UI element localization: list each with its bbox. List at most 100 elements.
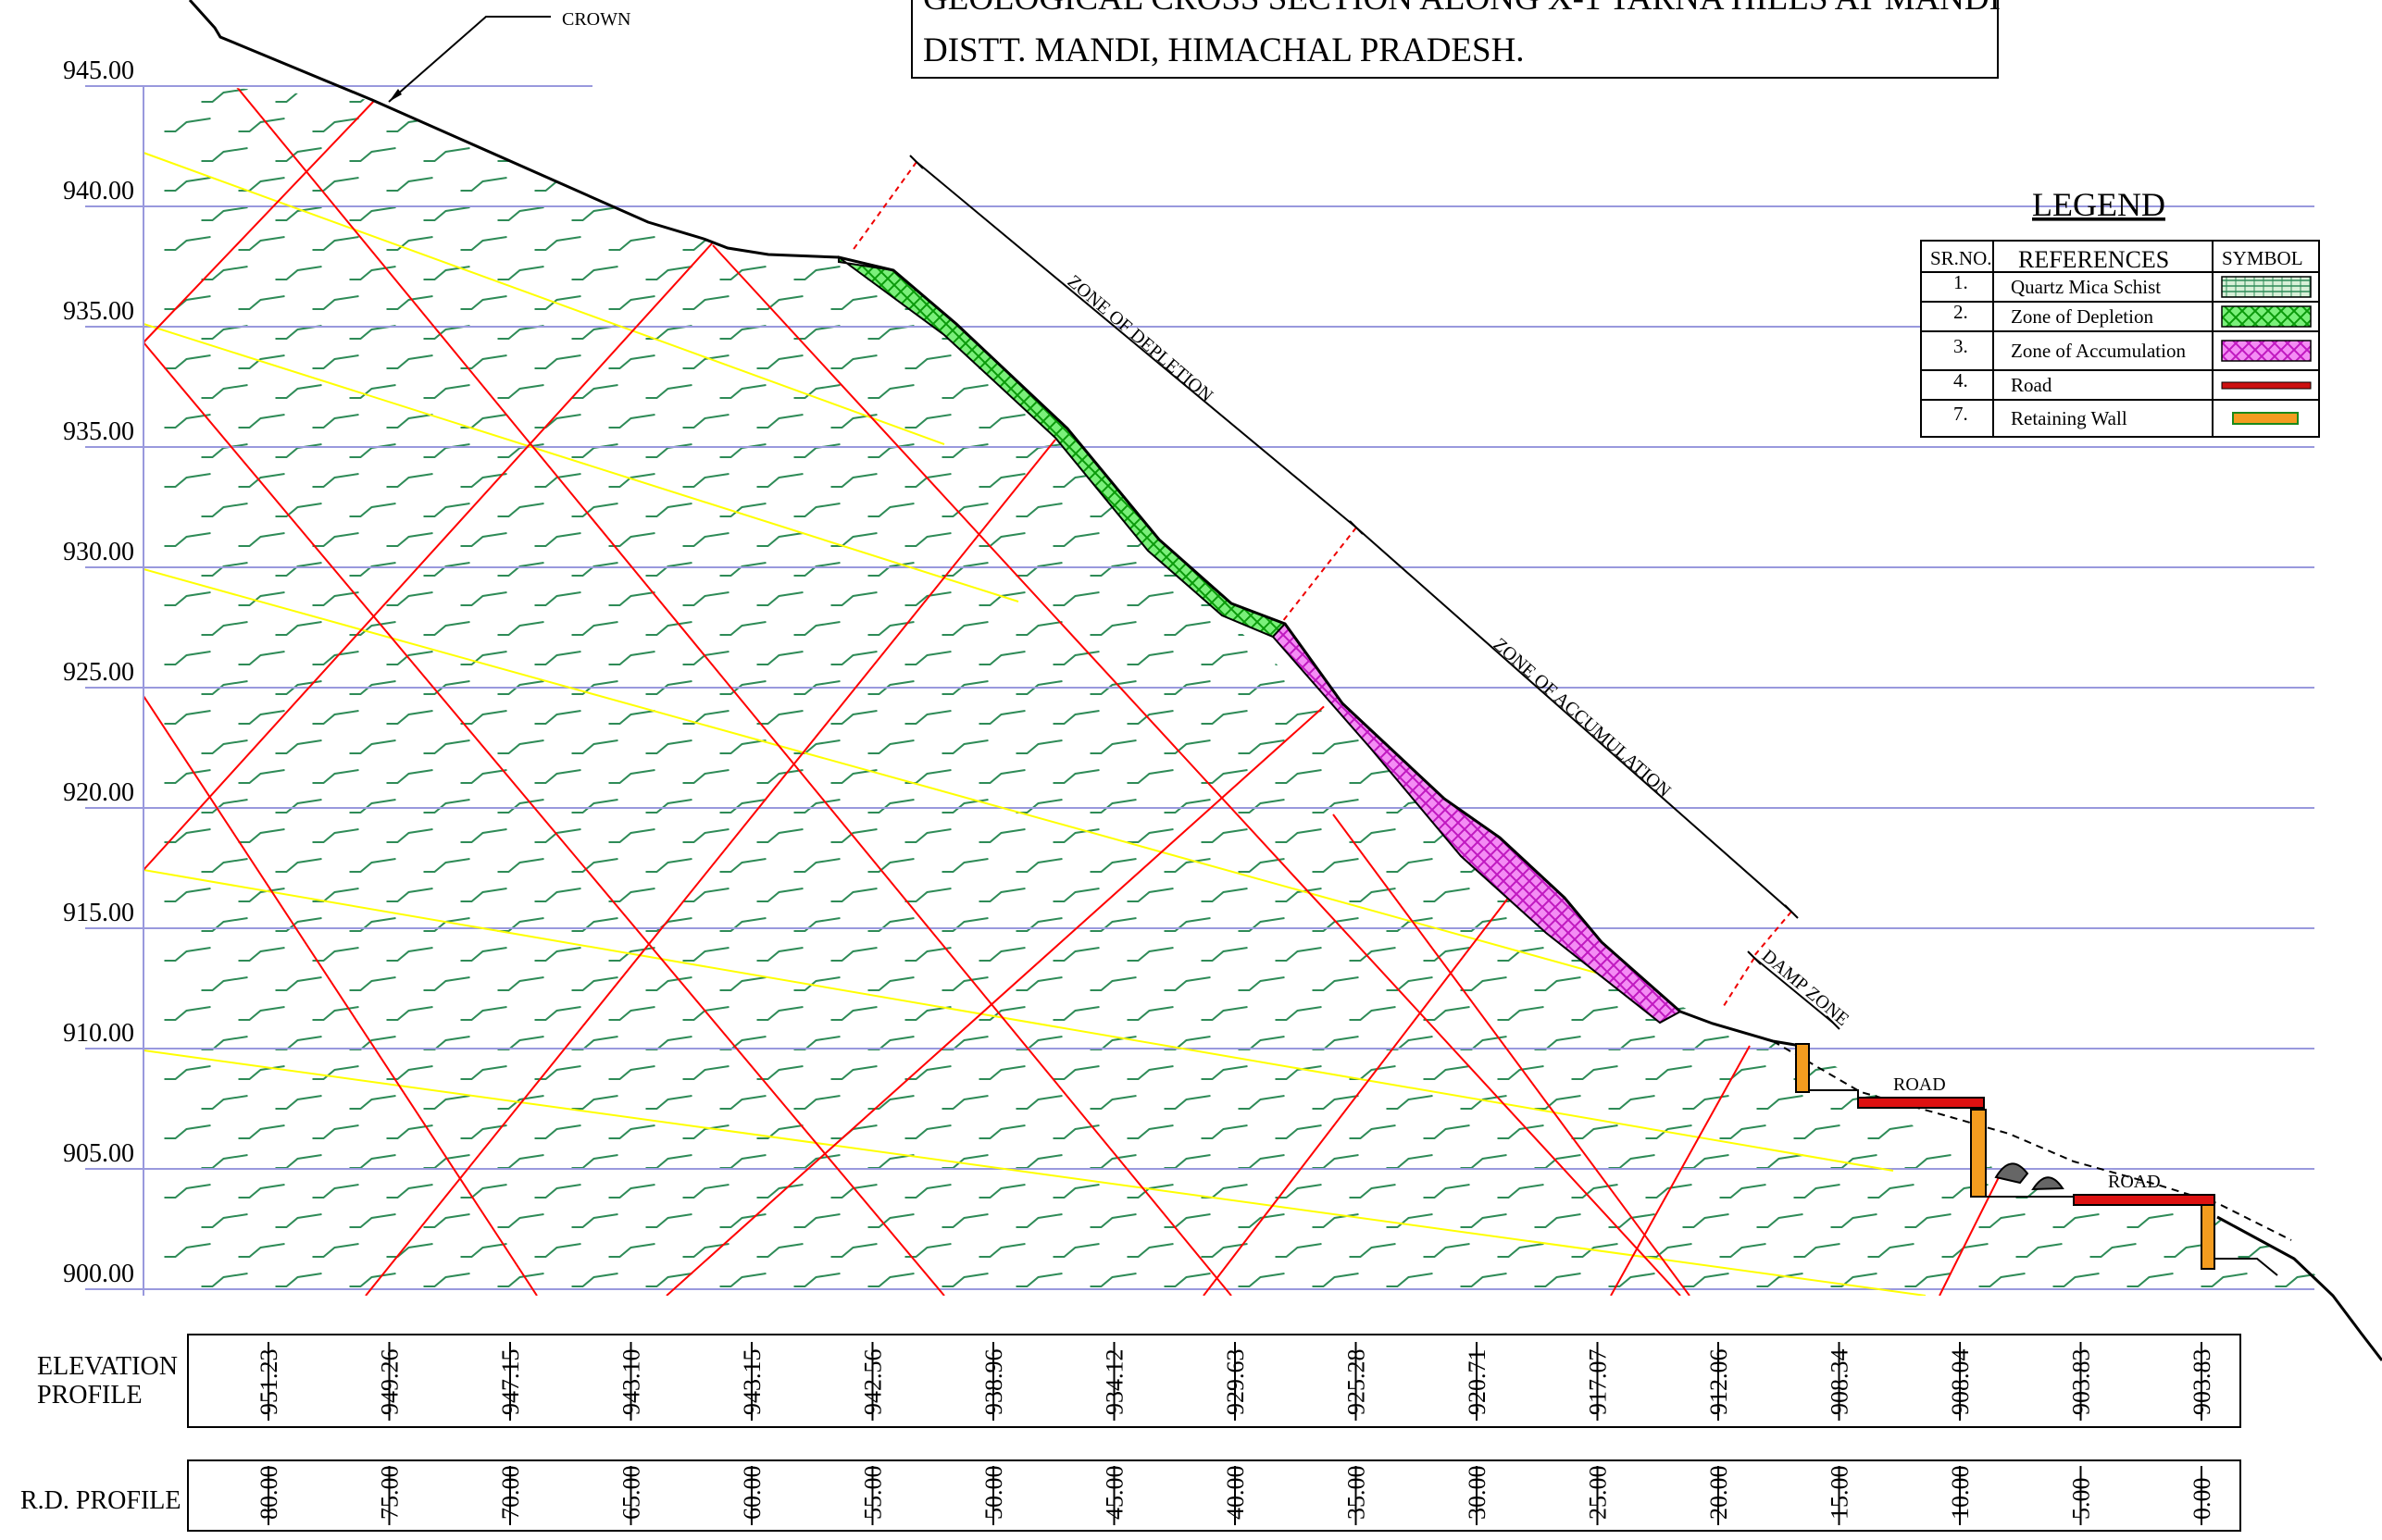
schist-mark: [904, 414, 952, 428]
schist-mark: [867, 1273, 915, 1287]
schist-mark: [1719, 591, 1766, 606]
schist-mark: [275, 266, 322, 280]
schist-mark: [1275, 414, 1322, 428]
schist-mark: [1238, 976, 1285, 991]
schist-mark: [904, 118, 952, 132]
schist-mark: [1497, 1065, 1544, 1080]
legend-sr: 1.: [1953, 271, 1968, 293]
schist-mark: [275, 621, 322, 636]
schist-mark: [534, 473, 581, 488]
schist-mark: [386, 828, 433, 843]
schist-mark: [1904, 503, 1952, 517]
schist-mark: [1423, 1006, 1470, 1021]
schist-mark: [1682, 266, 1729, 280]
schist-mark: [312, 473, 359, 488]
schist-mark: [312, 295, 359, 310]
elevation-level-label: 900.00: [63, 1260, 134, 1288]
schist-mark: [1867, 828, 1914, 843]
schist-mark: [1534, 384, 1581, 399]
schist-mark: [1460, 621, 1507, 636]
schist-mark: [682, 888, 730, 902]
schist-mark: [1053, 1243, 1100, 1258]
elevation-profile-value: 920.71: [1464, 1349, 1490, 1416]
bedding-planes: [143, 152, 1927, 1296]
schist-mark: [867, 621, 915, 636]
schist-mark: [423, 1036, 470, 1050]
schist-mark: [1164, 739, 1211, 754]
schist-mark: [460, 1124, 507, 1139]
schist-mark: [756, 295, 804, 310]
schist-mark: [349, 147, 396, 162]
schist-mark: [2275, 1213, 2322, 1228]
schist-mark: [164, 118, 211, 132]
schist-mark: [460, 414, 507, 428]
schist-mark: [201, 503, 248, 517]
schist-mark: [1312, 917, 1359, 932]
schist-mark: [608, 473, 655, 488]
schist-mark: [1830, 621, 1877, 636]
schist-mark: [571, 799, 618, 813]
elevation-profile-value: 929.63: [1222, 1349, 1249, 1416]
schist-mark: [1719, 1065, 1766, 1080]
schist-mark: [608, 1243, 655, 1258]
schist-mark: [1645, 1184, 1692, 1198]
schist-mark: [645, 976, 692, 991]
schist-mark: [608, 769, 655, 784]
schist-mark: [1201, 828, 1248, 843]
schist-mark: [979, 1065, 1026, 1080]
schist-mark: [238, 1006, 285, 1021]
schist-mark: [719, 266, 767, 280]
elevation-level-label: 920.00: [63, 778, 134, 807]
schist-mark: [793, 1036, 841, 1050]
schist-mark: [608, 236, 655, 251]
schist-mark: [645, 88, 692, 103]
schist-mark: [1423, 1184, 1470, 1198]
schist-mark: [1497, 710, 1544, 725]
schist-mark: [942, 621, 989, 636]
schist-mark: [1201, 1184, 1248, 1198]
rd-profile-value: 45.00: [1102, 1466, 1129, 1521]
schist-mark: [2238, 1124, 2285, 1139]
legend-ref: Retaining Wall: [2011, 407, 2127, 429]
schist-mark: [1497, 1006, 1544, 1021]
schist-mark: [1127, 888, 1174, 902]
schist-mark: [497, 1154, 544, 1169]
schist-mark: [1793, 236, 1840, 251]
schist-mark: [719, 1154, 767, 1169]
joint-sets: [143, 86, 2001, 1296]
schist-mark: [645, 799, 692, 813]
schist-mark: [1275, 591, 1322, 606]
schist-mark: [460, 947, 507, 962]
schist-mark: [164, 769, 211, 784]
crown-label: CROWN: [562, 9, 630, 30]
schist-mark: [756, 947, 804, 962]
schist-mark: [571, 621, 618, 636]
schist-mark: [1016, 739, 1063, 754]
schist-mark: [1793, 651, 1840, 665]
schist-mark: [1719, 769, 1766, 784]
schist-mark: [460, 473, 507, 488]
schist-mark: [1349, 1065, 1396, 1080]
schist-mark: [1793, 1243, 1840, 1258]
schist-mark: [238, 651, 285, 665]
schist-mark: [2238, 947, 2285, 962]
elevation-level-label: 935.00: [63, 417, 134, 446]
schist-mark: [423, 799, 470, 813]
schist-mark: [867, 88, 915, 103]
joint-line: [1203, 860, 1538, 1296]
schist-mark: [1238, 739, 1285, 754]
schist-mark: [979, 118, 1026, 132]
schist-mark: [349, 680, 396, 695]
schist-mark: [2275, 621, 2322, 636]
schist-mark: [719, 1213, 767, 1228]
schist-mark: [1127, 710, 1174, 725]
schist-mark: [1127, 1006, 1174, 1021]
schist-mark: [349, 917, 396, 932]
schist-mark: [275, 680, 322, 695]
schist-mark: [1349, 1006, 1396, 1021]
schist-mark: [608, 414, 655, 428]
schist-mark: [1719, 118, 1766, 132]
schist-mark: [1867, 888, 1914, 902]
schist-mark: [1090, 680, 1137, 695]
